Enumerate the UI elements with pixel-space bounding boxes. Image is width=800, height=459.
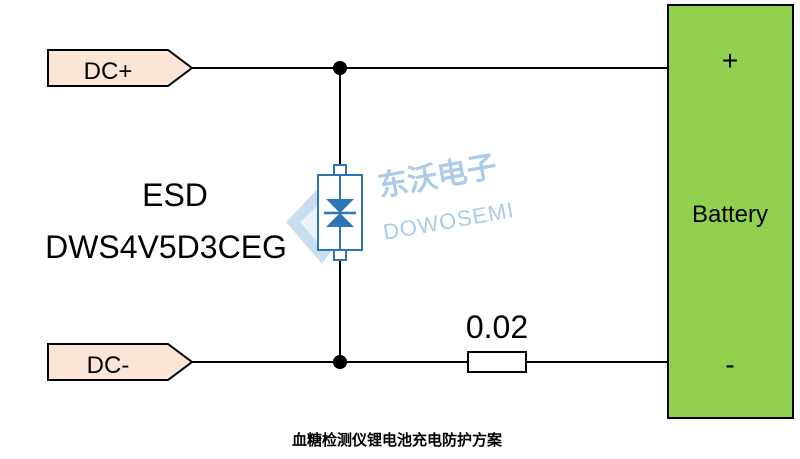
wires — [192, 67, 668, 363]
esd-part-number: DWS4V5D3CEG — [45, 229, 287, 265]
esd-diode — [317, 164, 363, 261]
diagram-caption: 血糖检测仪锂电池充电防护方案 — [292, 431, 503, 449]
watermark-cn-text: 东沃电子 — [375, 149, 499, 203]
esd-label: ESD — [142, 177, 208, 213]
junction-dot-top — [333, 61, 347, 75]
battery-minus-terminal: - — [725, 349, 734, 380]
watermark-en-text: DOWOSEMI — [381, 197, 516, 245]
junction-dot-bottom — [333, 355, 347, 369]
port-dc-plus: DC+ — [47, 49, 194, 87]
resistor-body — [467, 351, 527, 373]
battery-body — [667, 4, 794, 419]
port-dc-minus-label: DC- — [87, 352, 130, 379]
port-dc-plus-label: DC+ — [84, 58, 133, 85]
esd-lead-bottom — [333, 249, 347, 261]
battery-plus-terminal: + — [722, 45, 738, 76]
esd-triangle-down — [326, 199, 354, 213]
esd-triangle-up — [326, 213, 354, 227]
port-dc-minus-shape — [47, 343, 194, 381]
port-dc-plus-shape — [47, 49, 194, 87]
battery-label: Battery — [692, 201, 768, 228]
esd-lead-top — [333, 164, 347, 176]
battery: + Battery - — [667, 4, 794, 419]
resistor-value: 0.02 — [466, 309, 528, 345]
port-dc-minus: DC- — [47, 343, 194, 381]
resistor: 0.02 — [466, 309, 528, 373]
